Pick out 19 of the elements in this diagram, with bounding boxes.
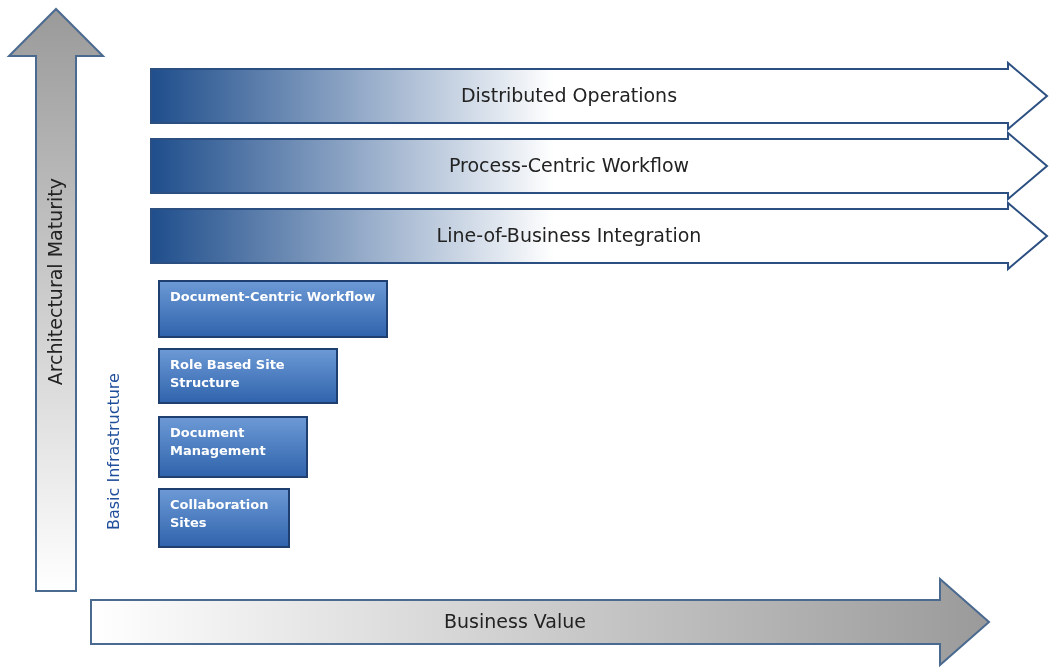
axis-label: Architectural Maturity [44, 178, 66, 386]
arrow-band [150, 132, 1048, 200]
axis-label: Business Value [443, 610, 587, 632]
group-label: Basic Infrastructure [104, 372, 123, 530]
band-label: Process-Centric Workflow [447, 154, 691, 176]
stage-box [158, 488, 290, 548]
band-label: Line-of-Business Integration [435, 224, 703, 246]
stage-box [158, 348, 338, 404]
stage-label: Document Management [170, 424, 267, 461]
stage-box [158, 280, 388, 338]
arrow-band [150, 202, 1048, 270]
axis-arrow [90, 578, 990, 666]
arrow-band [150, 62, 1048, 130]
band-label: Distributed Operations [459, 84, 679, 106]
stage-label: Role Based Site Structure [170, 356, 286, 393]
axis-arrow [8, 8, 104, 592]
stage-label: Document-Centric Workflow [170, 288, 377, 306]
stage-box [158, 416, 308, 478]
stage-label: Collaboration Sites [170, 496, 270, 533]
